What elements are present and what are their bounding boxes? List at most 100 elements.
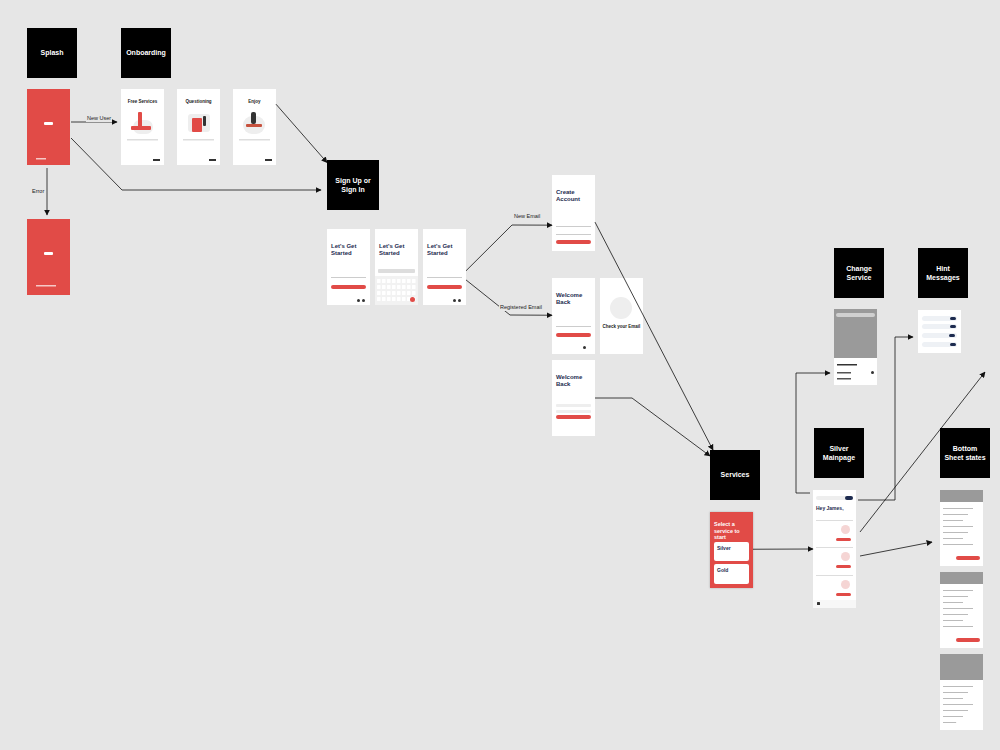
mockup-part bbox=[943, 698, 963, 699]
mockup-part bbox=[402, 291, 406, 295]
mockup-part bbox=[382, 279, 386, 283]
mockup-part bbox=[836, 313, 875, 317]
mockup-part bbox=[402, 285, 406, 289]
node-text: Welcome Back bbox=[556, 292, 591, 306]
mockup-part bbox=[192, 118, 202, 132]
mockup-part bbox=[392, 279, 396, 283]
mockup-part bbox=[402, 297, 406, 301]
mockup-part bbox=[387, 279, 391, 283]
mockup-part bbox=[556, 234, 591, 235]
node-text: Hey James, bbox=[816, 505, 853, 511]
flow-arrow bbox=[858, 337, 913, 500]
service-card: Silver bbox=[714, 542, 749, 561]
mockup-part bbox=[956, 638, 980, 642]
flow-arrow bbox=[71, 122, 117, 123]
mockup-part bbox=[203, 116, 206, 126]
mockup-part bbox=[816, 547, 853, 548]
node-text: Silver bbox=[717, 545, 746, 551]
mockup-part bbox=[397, 291, 401, 295]
mockup-part bbox=[943, 596, 968, 597]
flow-arrow bbox=[276, 104, 327, 162]
node-text: Gold bbox=[717, 567, 746, 573]
mockup-part bbox=[943, 526, 973, 527]
mockup-part bbox=[940, 490, 983, 502]
section-title: Hint Messages bbox=[918, 248, 968, 298]
mockup-part bbox=[943, 620, 963, 621]
phone-screen bbox=[121, 89, 164, 165]
mockup-part bbox=[36, 158, 46, 160]
phone-screen bbox=[552, 175, 595, 251]
mockup-part bbox=[949, 334, 955, 337]
flow-arrow bbox=[860, 542, 932, 556]
mockup-part bbox=[837, 378, 851, 380]
mockup-part bbox=[950, 325, 956, 328]
mockup-part bbox=[382, 285, 386, 289]
mockup-part bbox=[836, 565, 851, 568]
screen-mockup: Check your Email bbox=[600, 278, 643, 354]
mockup-part bbox=[556, 333, 591, 337]
section-title: Services bbox=[710, 450, 760, 500]
flow-label: Error bbox=[31, 188, 45, 195]
section-title: Silver Mainpage bbox=[814, 428, 864, 478]
screen-mockup: Let's Get Started bbox=[423, 229, 466, 305]
mockup-part bbox=[407, 297, 411, 301]
mockup-part bbox=[943, 602, 963, 603]
mockup-part bbox=[188, 114, 210, 132]
mockup-part bbox=[922, 342, 957, 347]
logo bbox=[44, 252, 53, 255]
mockup-part bbox=[943, 710, 968, 711]
flow-arrow bbox=[595, 222, 713, 450]
mockup-part bbox=[412, 279, 416, 283]
mockup-part bbox=[940, 572, 983, 648]
mockup-part bbox=[392, 297, 396, 301]
section-title: Onboarding bbox=[121, 28, 171, 78]
mockup-part bbox=[127, 139, 158, 141]
mockup-part bbox=[402, 279, 406, 283]
mockup-part bbox=[956, 556, 980, 560]
mockup-part bbox=[412, 291, 416, 295]
mockup-part bbox=[453, 299, 456, 302]
flow-arrow bbox=[466, 225, 552, 271]
phone-screen bbox=[552, 278, 595, 354]
mockup-part bbox=[377, 297, 381, 301]
mockup-part bbox=[943, 508, 973, 509]
splash-screen bbox=[27, 89, 70, 165]
mockup-part bbox=[943, 544, 973, 545]
mockup-part bbox=[382, 291, 386, 295]
node-text: Select a service to start bbox=[714, 521, 749, 541]
screen-mockup: Create Account bbox=[552, 175, 595, 251]
mockup-part bbox=[943, 590, 973, 591]
screen-mockup: Let's Get Started bbox=[327, 229, 370, 305]
phone-screen bbox=[233, 89, 276, 165]
mockup-part bbox=[918, 310, 961, 353]
mockup-part bbox=[834, 309, 877, 385]
mockup-part bbox=[209, 159, 216, 161]
phone-screen bbox=[375, 229, 418, 305]
mockup-part bbox=[943, 716, 963, 717]
mockup-part bbox=[387, 297, 391, 301]
mockup-part bbox=[841, 552, 850, 561]
mockup-part bbox=[943, 614, 968, 615]
mockup-part bbox=[816, 520, 853, 521]
mockup-part bbox=[922, 316, 957, 321]
onboarding-screen: Questioning bbox=[177, 89, 220, 165]
node-text: Onboarding bbox=[126, 48, 166, 57]
mockup-part bbox=[392, 291, 396, 295]
node-text: Let's Get Started bbox=[427, 243, 462, 257]
mockup-part bbox=[922, 333, 957, 338]
mockup-part bbox=[265, 159, 272, 161]
node-text: Enjoy bbox=[235, 99, 274, 104]
mockup-part bbox=[943, 538, 963, 539]
node-text: Check your Email bbox=[602, 324, 641, 329]
onboarding-screen: Enjoy bbox=[233, 89, 276, 165]
splash-error-screen bbox=[27, 219, 70, 295]
mockup-part bbox=[251, 112, 256, 124]
phone-screen bbox=[813, 490, 856, 608]
mockup-part bbox=[412, 285, 416, 289]
mockup-part bbox=[943, 514, 968, 515]
mockup-part bbox=[943, 692, 968, 693]
mockup-part bbox=[556, 226, 591, 227]
